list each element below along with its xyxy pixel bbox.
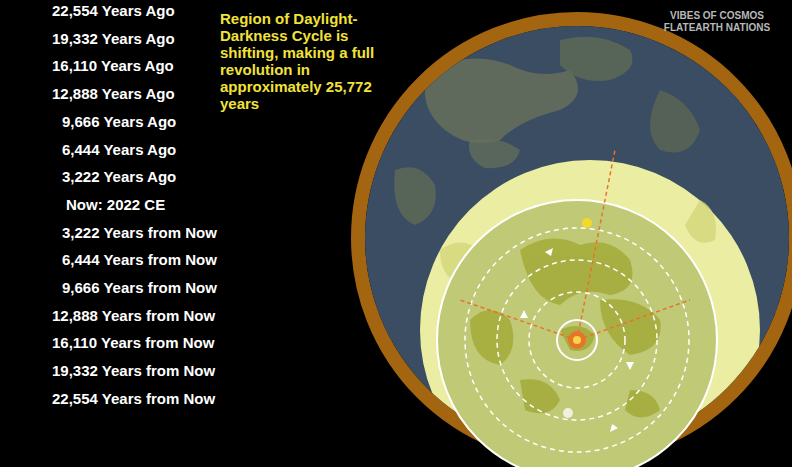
moon <box>563 408 573 418</box>
year-label: 3,222 Years Ago <box>62 168 176 186</box>
year-label: 9,666 Years Ago <box>62 113 176 131</box>
center-ring <box>557 320 597 360</box>
orbit-boundary <box>437 200 717 467</box>
year-label: 12,888 Years Ago <box>52 85 175 103</box>
watermark: VIBES OF COSMOS FLATEARTH NATIONS <box>652 10 782 34</box>
year-label: 9,666 Years from Now <box>62 279 217 297</box>
year-label: 16,110 Years from Now <box>52 334 214 352</box>
orange-lines <box>460 150 690 340</box>
orbit-arrows <box>520 248 634 432</box>
year-label: 3,222 Years from Now <box>62 224 217 242</box>
year-label: 6,444 Years Ago <box>62 141 176 159</box>
year-label: 22,554 Years Ago <box>52 2 175 20</box>
year-label: 16,110 Years Ago <box>52 57 174 75</box>
year-label: 19,332 Years from Now <box>52 362 215 380</box>
sun <box>582 218 592 228</box>
year-label: 12,888 Years from Now <box>52 307 215 325</box>
year-label: Now: 2022 CE <box>66 196 165 214</box>
center-emblem <box>568 331 586 349</box>
map-texture <box>394 37 760 467</box>
daylight-region <box>420 160 760 467</box>
year-label: 22,554 Years from Now <box>52 390 215 408</box>
note-text: Region of Daylight-Darkness Cycle is shi… <box>220 10 388 112</box>
orbits <box>465 228 689 452</box>
center-emblem-core <box>573 336 581 344</box>
year-label: 6,444 Years from Now <box>62 251 217 269</box>
year-label: 19,332 Years Ago <box>52 30 175 48</box>
